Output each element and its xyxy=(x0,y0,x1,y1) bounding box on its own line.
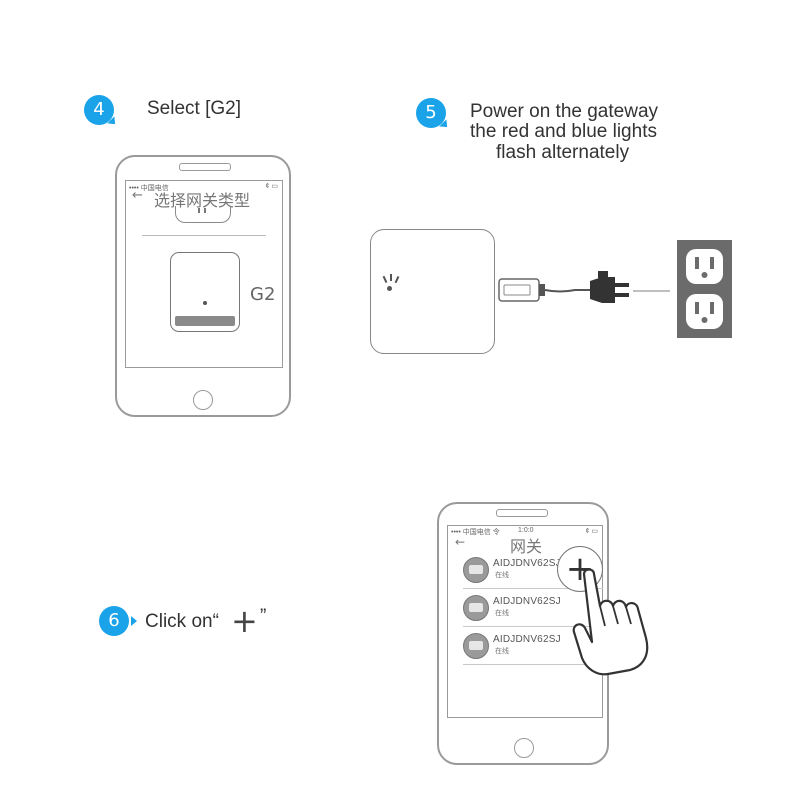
step-5-text-line-1: Power on the gateway xyxy=(470,101,659,122)
step-6-text: Click on“ xyxy=(145,611,219,632)
close-quote: ” xyxy=(260,606,267,627)
indicator-dot xyxy=(203,301,207,305)
device-label-g2[interactable]: G2 xyxy=(250,284,276,305)
plus-symbol: + xyxy=(231,602,258,640)
step-5-number: 5 xyxy=(425,102,437,123)
gateway-list-item[interactable]: AIDJDNV62SJ 在线 xyxy=(448,589,603,627)
divider xyxy=(142,235,266,236)
gateway-id: AIDJDNV62SJ xyxy=(493,596,561,607)
back-arrow[interactable]: ← xyxy=(455,535,466,549)
speaker-slot xyxy=(496,509,548,517)
back-arrow[interactable]: ← xyxy=(132,188,143,203)
status-carrier: •••• 中国电信 令 xyxy=(451,529,500,536)
status-icons: ¢ ▭ xyxy=(585,528,598,535)
step-4-text: Select [G2] xyxy=(147,98,241,119)
pointing-hand-icon xyxy=(572,568,649,676)
step-6-number: 6 xyxy=(108,610,120,631)
gateway-device-icon xyxy=(463,633,489,659)
step-5-badge: 5 xyxy=(416,98,451,131)
previous-device-card[interactable] xyxy=(175,206,231,223)
screen-title: 网关 xyxy=(510,537,543,556)
gateway-device xyxy=(370,229,495,354)
g2-device-icon[interactable] xyxy=(170,252,240,332)
gateway-status: 在线 xyxy=(495,572,509,579)
home-button[interactable] xyxy=(193,390,213,410)
led-flash-mark xyxy=(390,274,392,281)
step-5-text-line-3: flash alternately xyxy=(496,142,630,163)
step-6-badge: 6 xyxy=(99,606,137,636)
status-time: 1:0:0 xyxy=(518,527,534,534)
power-cable-illustration xyxy=(498,240,732,338)
led-flash-mark xyxy=(394,276,399,283)
gateway-device-icon xyxy=(463,557,489,583)
phone-select-gateway: •••• 中国电信 ¢ ▭ ← 选择网关类型 G2 xyxy=(115,155,291,417)
status-carrier: •••• 中国电信 xyxy=(129,185,169,192)
step-4-number: 4 xyxy=(93,99,105,120)
device-base xyxy=(175,316,235,326)
status-icons: ¢ ▭ xyxy=(265,183,278,190)
gateway-device-icon xyxy=(463,595,489,621)
home-button[interactable] xyxy=(514,738,534,758)
phone-screen: •••• 中国电信 令 1:0:0 ¢ ▭ ← 网关 AIDJDNV62SJ 在… xyxy=(447,525,603,718)
power-plug xyxy=(590,277,615,303)
phone-gateway-list: •••• 中国电信 令 1:0:0 ¢ ▭ ← 网关 AIDJDNV62SJ 在… xyxy=(437,502,609,765)
gateway-id: AIDJDNV62SJ xyxy=(493,558,561,569)
led-indicator xyxy=(387,286,392,291)
step-4-badge: 4 xyxy=(84,95,119,128)
wall-outlet xyxy=(677,240,732,338)
step-5-text-line-2: the red and blue lights xyxy=(470,121,657,142)
gateway-list-item[interactable]: AIDJDNV62SJ 在线 xyxy=(448,627,603,665)
gateway-list-item[interactable]: AIDJDNV62SJ 在线 xyxy=(448,551,603,589)
gateway-status: 在线 xyxy=(495,648,509,655)
gateway-status: 在线 xyxy=(495,610,509,617)
phone-screen: •••• 中国电信 ¢ ▭ ← 选择网关类型 G2 xyxy=(125,180,283,368)
gateway-id: AIDJDNV62SJ xyxy=(493,634,561,645)
led-flash-mark xyxy=(382,276,387,283)
cable xyxy=(544,289,590,293)
speaker-slot xyxy=(179,163,231,171)
screen-title: 选择网关类型 xyxy=(154,191,251,210)
